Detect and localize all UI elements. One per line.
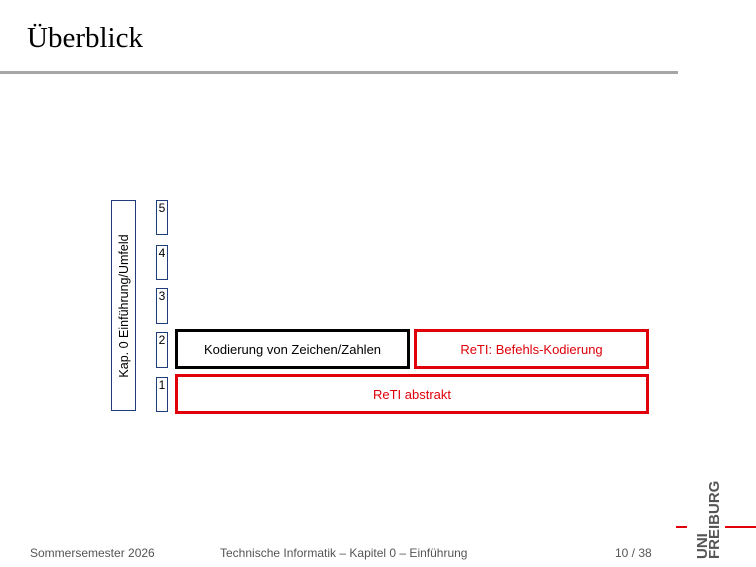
layer-3: 3 <box>156 288 168 324</box>
box-befehls-kodierung: ReTI: Befehls-Kodierung <box>414 329 649 369</box>
footer-course: Technische Informatik – Kapitel 0 – Einf… <box>220 546 468 560</box>
layer-5: 5 <box>156 200 168 235</box>
box-befehls-kodierung-label: ReTI: Befehls-Kodierung <box>460 341 603 357</box>
footer-semester: Sommersemester 2026 <box>30 546 155 560</box>
layer-2: 2 <box>156 332 168 368</box>
box-reti-abstrakt: ReTI abstrakt <box>175 374 649 414</box>
chapter-box: Kap. 0 Einführung/Umfeld <box>111 200 136 411</box>
box-kodierung: Kodierung von Zeichen/Zahlen <box>175 329 410 369</box>
university-logo: UNI FREIBURG <box>676 481 756 559</box>
layer-1: 1 <box>156 377 168 412</box>
chapter-label: Kap. 0 Einführung/Umfeld <box>116 233 131 378</box>
logo-text-freiburg: FREIBURG <box>706 481 723 559</box>
footer-page-number: 10 / 38 <box>615 546 652 560</box>
title-divider <box>0 71 678 74</box>
box-reti-abstrakt-label: ReTI abstrakt <box>372 386 452 402</box>
layer-4: 4 <box>156 245 168 280</box>
box-kodierung-label: Kodierung von Zeichen/Zahlen <box>203 341 382 357</box>
slide-title: Überblick <box>27 22 143 54</box>
logo-text-uni: UNI <box>694 533 711 559</box>
